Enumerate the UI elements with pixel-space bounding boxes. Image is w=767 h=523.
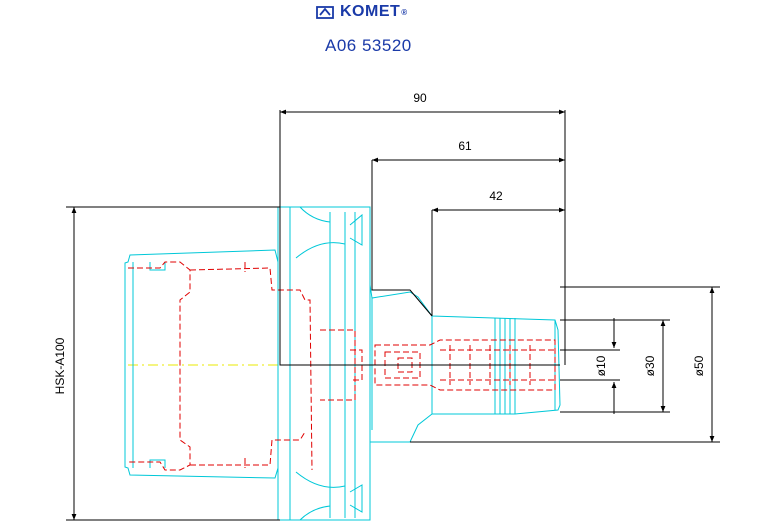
- brand-name: KOMET: [340, 3, 401, 20]
- dim-dia-inner: ø10: [594, 355, 608, 376]
- drawing-header: KOMET® A06 53520: [0, 0, 767, 60]
- dim-length-overall: 90: [413, 91, 427, 105]
- part-number: A06 53520: [325, 36, 412, 55]
- brand-logo: KOMET®: [316, 2, 408, 22]
- dim-length-mid: 61: [458, 139, 472, 153]
- komet-logo-icon: [316, 6, 334, 19]
- dimension-lines: [66, 109, 720, 521]
- hidden-lines: [128, 261, 556, 471]
- brand-registered-mark: ®: [401, 7, 408, 17]
- dim-dia-mid: ø30: [643, 355, 657, 376]
- dim-length-short: 42: [489, 189, 503, 203]
- dim-dia-outer: ø50: [692, 355, 706, 376]
- tool-outline: [124, 206, 561, 521]
- dim-shank: HSK-A100: [53, 337, 67, 394]
